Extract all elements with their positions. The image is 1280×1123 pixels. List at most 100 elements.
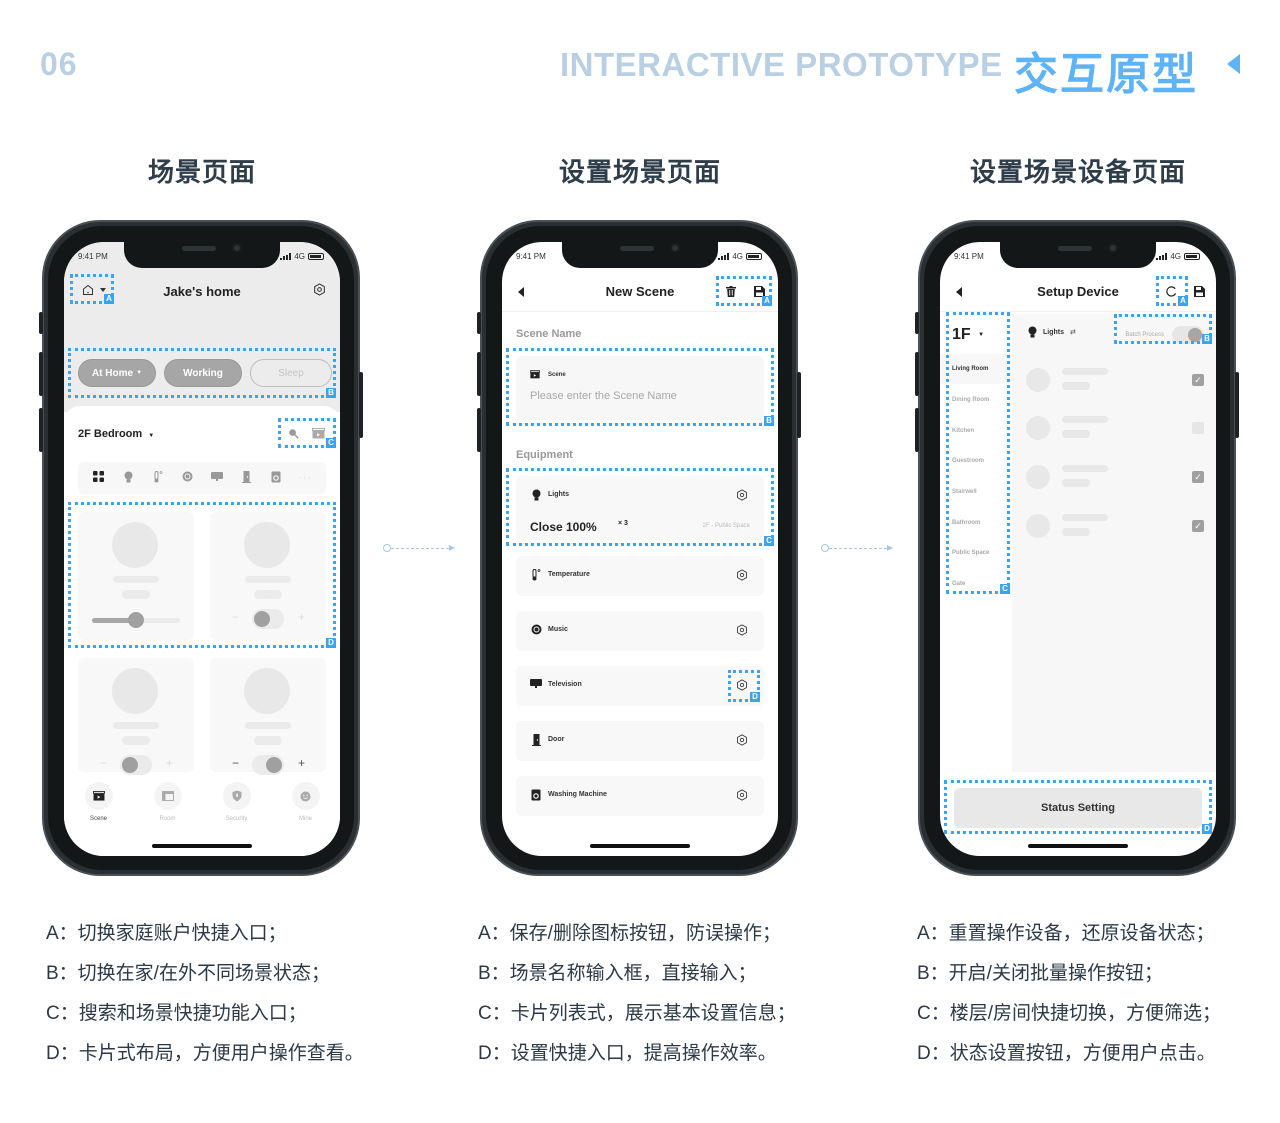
notes-setup-device-page: A：重置操作设备，还原设备状态； B：开启/关闭批量操作按钮； C：楼层/房间快…	[917, 914, 1221, 1074]
thermometer-icon[interactable]	[149, 470, 167, 486]
gear-icon	[313, 282, 325, 296]
home-switch-button[interactable]	[74, 280, 114, 300]
scene-name-input[interactable]	[530, 390, 750, 402]
brightness-slider[interactable]	[92, 612, 180, 628]
category-bar: ···	[78, 462, 326, 494]
note-d: D：状态设置按钮，方便用户点击。	[917, 1043, 1216, 1064]
note-b: B：场景名称输入框，直接输入；	[478, 963, 757, 984]
device-type-select[interactable]: Lights ⇄	[1028, 326, 1076, 338]
equipment-card-washing-machine[interactable]: Washing Machine	[516, 776, 764, 816]
scene-field-label: Scene	[548, 372, 566, 378]
device-row[interactable]: ✓	[1012, 510, 1216, 550]
minus-icon[interactable]: −	[232, 610, 240, 624]
chevron-down-icon	[100, 288, 106, 292]
equipment-card-temperature[interactable]: Temperature	[516, 556, 764, 596]
back-icon[interactable]	[518, 287, 524, 297]
back-icon[interactable]	[956, 287, 962, 297]
note-d: D：设置快捷入口，提高操作效率。	[478, 1043, 777, 1064]
bulb-icon[interactable]	[119, 471, 137, 486]
device-checkbox[interactable]: ✓	[1192, 374, 1204, 386]
status-setting-button[interactable]: Status Setting	[954, 788, 1202, 828]
delete-button[interactable]	[724, 284, 738, 298]
tab-room[interactable]: Room	[143, 782, 193, 832]
room-item-guestroom[interactable]: Guestroom	[952, 458, 985, 464]
gear-icon[interactable]	[736, 789, 748, 801]
washer-icon[interactable]	[267, 471, 285, 486]
scene-name-label: Scene Name	[516, 328, 582, 340]
chevron-down-icon: ▼	[148, 433, 155, 439]
device-row[interactable]: ✓	[1012, 364, 1216, 404]
room-select[interactable]: 2F Bedroom ▼	[78, 428, 155, 440]
bulb-icon	[530, 489, 542, 504]
plus-icon[interactable]: +	[166, 756, 174, 770]
room-item-public-space[interactable]: Public Space	[952, 550, 990, 556]
equipment-card-music[interactable]: Music	[516, 611, 764, 651]
notes-new-scene-page: A：保存/删除图标按钮，防误操作； B：场景名称输入框，直接输入； C：卡片列表…	[478, 914, 796, 1074]
gear-icon[interactable]	[736, 734, 748, 746]
equipment-card-television[interactable]: Television	[516, 666, 764, 706]
minus-icon[interactable]: −	[232, 756, 240, 770]
gear-icon[interactable]	[736, 624, 748, 636]
tab-mine[interactable]: Mine	[281, 782, 331, 832]
device-row[interactable]: ✓	[1012, 461, 1216, 501]
save-button[interactable]	[1192, 284, 1206, 298]
device-card[interactable]: − +	[78, 658, 194, 775]
room-item-gate[interactable]: Gate	[952, 581, 966, 587]
tv-icon	[530, 679, 542, 692]
device-toggle[interactable]	[120, 755, 152, 775]
gear-icon[interactable]	[736, 569, 748, 581]
clapper-icon	[530, 370, 540, 381]
equipment-card-door[interactable]: Door	[516, 721, 764, 761]
door-icon[interactable]	[237, 470, 255, 486]
scene-pill-at-home[interactable]: At Home ▼	[78, 359, 156, 387]
reset-button[interactable]	[1164, 284, 1178, 298]
room-item-kitchen[interactable]: Kitchen	[952, 428, 975, 434]
plus-icon[interactable]: +	[298, 756, 306, 770]
room-item-living-room[interactable]: Living Room	[940, 354, 1012, 384]
more-icon[interactable]: ···	[298, 472, 313, 484]
floor-select[interactable]: 1F ▼	[952, 326, 985, 343]
search-icon	[288, 428, 299, 439]
signal-icon	[1156, 253, 1168, 260]
device-checkbox[interactable]: ✓	[1192, 471, 1204, 483]
grid-icon[interactable]	[90, 471, 108, 485]
tab-scene[interactable]: Scene	[74, 782, 124, 832]
device-checkbox[interactable]	[1192, 422, 1204, 434]
room-item-stairwell[interactable]: Stairwell	[952, 489, 977, 495]
bulb-icon	[1028, 326, 1037, 338]
device-toggle[interactable]	[252, 755, 284, 775]
tab-security[interactable]: Security	[212, 782, 262, 832]
scene-shortcut-button[interactable]	[310, 426, 326, 440]
equipment-label: Equipment	[516, 449, 573, 461]
clapper-icon	[311, 427, 325, 438]
gear-icon[interactable]	[736, 489, 748, 501]
room-item-dining-room[interactable]: Dining Room	[952, 397, 990, 403]
music-icon[interactable]	[178, 471, 196, 485]
equipment-card-lights[interactable]: Lights Close 100% × 3 2F - Public Space	[516, 476, 764, 540]
gear-icon[interactable]	[736, 679, 748, 691]
device-toggle[interactable]	[252, 609, 284, 629]
device-row[interactable]	[1012, 412, 1216, 452]
status-bar-right: 4G	[1156, 252, 1200, 261]
scene-pill-working[interactable]: Working	[164, 359, 242, 387]
plus-icon[interactable]: +	[298, 610, 306, 624]
search-button[interactable]	[286, 426, 300, 440]
note-b: B：切换在家/在外不同场景状态；	[46, 963, 330, 984]
scene-name-card: Scene	[516, 356, 764, 420]
notes-scene-page: A：切换家庭账户快捷入口； B：切换在家/在外不同场景状态； C：搜索和场景快捷…	[46, 914, 364, 1074]
save-button[interactable]	[752, 284, 766, 298]
batch-process-toggle[interactable]	[1172, 326, 1204, 344]
device-checkbox[interactable]: ✓	[1192, 520, 1204, 532]
device-card[interactable]	[78, 512, 194, 640]
scene-pill-sleep[interactable]: Sleep	[250, 359, 332, 387]
note-c: C：搜索和场景快捷功能入口；	[46, 1003, 307, 1024]
tv-icon[interactable]	[208, 471, 226, 485]
navbar: Setup Device	[940, 272, 1216, 312]
device-card[interactable]: − +	[210, 658, 326, 775]
minus-icon[interactable]: −	[100, 756, 108, 770]
device-card[interactable]: − +	[210, 512, 326, 640]
room-item-bathroom[interactable]: Bathroom	[952, 520, 981, 526]
signal-icon	[280, 253, 292, 260]
screen: 9:41 PM 4G Setup Device A 1F ▼ Living Ro…	[940, 242, 1216, 856]
settings-button[interactable]	[312, 282, 326, 296]
